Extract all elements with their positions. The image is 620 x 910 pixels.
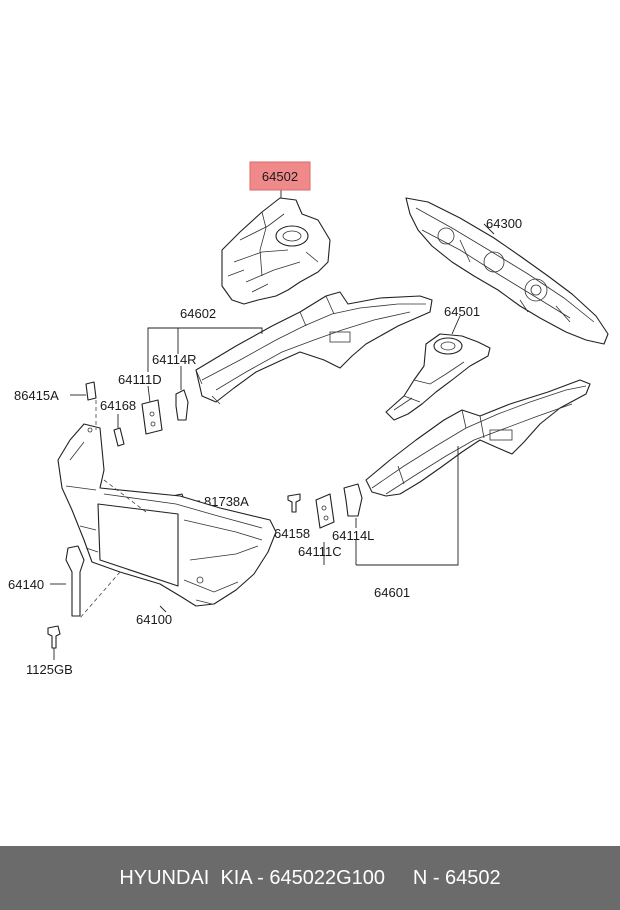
label-64602: 64602 <box>180 306 216 321</box>
footer-code: N - 64502 <box>412 866 501 889</box>
footer-brand-part: HYUNDAI KIA - 645022G100 <box>119 866 386 889</box>
parts-diagram: 64502 64300 64602 64114R 64111D 64501 <box>8 161 609 677</box>
part-1125GB-bolt <box>47 625 61 649</box>
label-64168: 64168 <box>100 398 136 413</box>
part-86415A-clip <box>85 381 97 401</box>
part-64158-clip <box>287 493 301 513</box>
part-64502-apron <box>221 197 331 305</box>
part-64602-side-member <box>195 291 433 405</box>
leader-64111D <box>147 385 151 403</box>
part-64168-bracket <box>113 427 125 447</box>
part-64501-apron <box>385 333 491 421</box>
label-64100: 64100 <box>136 612 172 627</box>
leader-64100 <box>159 605 167 613</box>
label-86415A: 86415A <box>14 388 59 403</box>
part-64140-bracket <box>65 545 85 617</box>
leader-64601 <box>323 446 459 566</box>
part-64300-dash-panel <box>405 197 609 345</box>
label-64140: 64140 <box>8 577 44 592</box>
leader-64602 <box>147 327 263 372</box>
label-64111D: 64111D <box>118 372 162 387</box>
label-64114R: 64114R <box>152 352 197 367</box>
label-64601: 64601 <box>374 585 410 600</box>
part-number-footer: HYUNDAI KIA - 645022G100 N - 64502 <box>0 846 620 910</box>
label-1125GB: 1125GB <box>26 662 73 677</box>
label-64158: 64158 <box>274 526 310 541</box>
label-64114L: 64114L <box>332 528 374 543</box>
label-81738A: 81738A <box>204 494 249 509</box>
part-64601-side-member <box>365 379 591 497</box>
part-64114L-bracket <box>343 483 363 517</box>
part-64111C-plate <box>315 493 335 529</box>
label-64502: 64502 <box>262 169 298 184</box>
leader-64501 <box>451 315 461 335</box>
dash-guides <box>79 400 147 619</box>
label-64111C: 64111C <box>298 544 342 559</box>
label-64300: 64300 <box>486 216 522 231</box>
label-64501: 64501 <box>444 304 480 319</box>
highlight-box-64502 <box>249 161 311 191</box>
part-64100-radiator-support <box>57 423 277 607</box>
leader-64300 <box>483 223 495 235</box>
part-64114R-bracket <box>175 389 189 421</box>
part-64111D-plate <box>141 399 163 435</box>
